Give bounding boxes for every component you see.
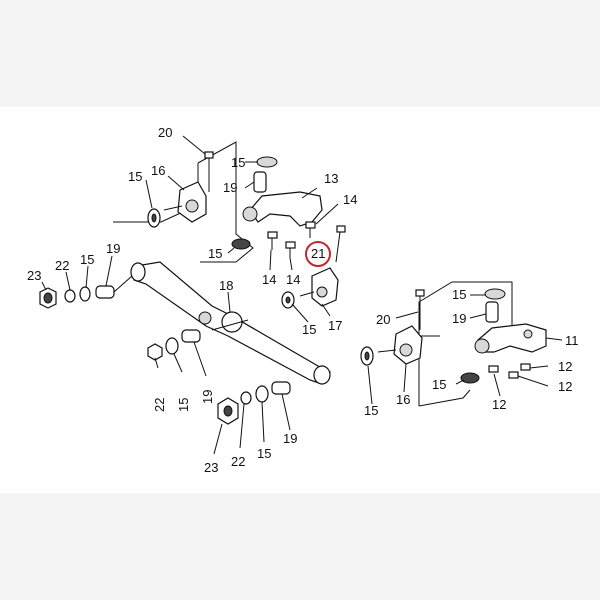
right-group — [360, 281, 547, 407]
group-bracket-line — [418, 389, 471, 407]
bolt-shank — [335, 231, 341, 263]
bolt-head — [508, 371, 519, 379]
lower-parts — [217, 381, 291, 425]
callout-16: 16 — [396, 392, 410, 407]
callout-15: 15 — [257, 446, 271, 461]
callout-22: 22 — [55, 258, 69, 273]
bolt-shank — [377, 349, 397, 353]
bracket-hole — [399, 343, 413, 357]
leader — [211, 319, 249, 331]
collar — [484, 288, 506, 300]
washer — [79, 286, 91, 302]
callout-21: 21 — [311, 246, 325, 261]
lower-middle-parts — [147, 329, 201, 361]
callout-14: 14 — [262, 272, 276, 287]
callout-20: 20 — [376, 312, 390, 327]
callout-23: 23 — [204, 460, 218, 475]
bushing — [181, 329, 201, 343]
callout-13: 13 — [324, 171, 338, 186]
bracket-plate — [249, 191, 323, 227]
callout-19: 19 — [106, 241, 120, 256]
highlight-circle — [305, 241, 331, 267]
rod-end — [313, 365, 331, 385]
washer — [64, 289, 76, 303]
callout-15: 15 — [452, 287, 466, 302]
washer-hole — [151, 213, 157, 223]
plate-hole — [523, 329, 533, 339]
callout-19: 19 — [452, 311, 466, 326]
diagram-sheet — [0, 107, 600, 493]
callout-15: 15 — [231, 155, 245, 170]
bolt-head — [520, 363, 531, 371]
bolt-head — [336, 225, 346, 233]
callout-19: 19 — [223, 180, 237, 195]
callout-12: 12 — [558, 379, 572, 394]
washer — [165, 337, 179, 355]
callout-16: 16 — [151, 163, 165, 178]
callout-15: 15 — [302, 322, 316, 337]
callout-15: 15 — [176, 398, 191, 412]
callout-15: 15 — [80, 252, 94, 267]
plate-boss — [474, 338, 490, 354]
bushing — [271, 381, 291, 395]
washer-hole — [285, 296, 291, 304]
callout-18: 18 — [219, 278, 233, 293]
washer — [255, 385, 269, 403]
callout-14: 14 — [286, 272, 300, 287]
main-rod-assembly — [130, 261, 339, 385]
nut-hole — [43, 292, 53, 304]
callout-23: 23 — [27, 268, 41, 283]
washer — [240, 391, 252, 405]
callout-15: 15 — [128, 169, 142, 184]
callout-22: 22 — [231, 454, 245, 469]
callout-15: 15 — [432, 377, 446, 392]
bolt-head — [305, 221, 316, 229]
plate-boss — [242, 206, 258, 222]
leader-lines — [41, 135, 563, 455]
washer-hole — [364, 351, 370, 361]
bolt-head — [267, 231, 278, 239]
callout-19: 19 — [283, 431, 297, 446]
left-end-parts — [39, 275, 133, 309]
callout-11: 11 — [565, 333, 579, 348]
callout-19: 19 — [200, 390, 215, 404]
bolt-shank — [299, 291, 315, 297]
bolt-head — [285, 241, 296, 249]
bracket-hole — [185, 199, 199, 213]
callout-22: 22 — [152, 398, 167, 412]
callout-15: 15 — [208, 246, 222, 261]
bolt-shank — [163, 205, 183, 211]
rod-end — [130, 262, 146, 282]
collar — [231, 238, 251, 250]
bushing — [95, 285, 115, 299]
bracket-hole — [316, 286, 328, 298]
bracket — [311, 267, 339, 307]
bushing — [485, 301, 499, 323]
callout-12: 12 — [492, 397, 506, 412]
bushing — [253, 171, 267, 193]
collar — [256, 156, 278, 168]
leader — [113, 275, 133, 293]
callout-14: 14 — [343, 192, 357, 207]
rod-pivot — [198, 311, 212, 325]
nut-hole — [223, 405, 233, 417]
callout-17: 17 — [328, 318, 342, 333]
bolt-head — [204, 151, 214, 159]
callout-15: 15 — [364, 403, 378, 418]
callout-12: 12 — [558, 359, 572, 374]
bolt-head — [488, 365, 499, 373]
nut — [147, 343, 163, 361]
callout-20: 20 — [158, 125, 172, 140]
callout-labels: 20 15 16 19 13 15 14 15 21 14 14 23 22 1… — [27, 125, 579, 475]
bolt-head — [415, 289, 425, 297]
collar — [460, 372, 480, 384]
